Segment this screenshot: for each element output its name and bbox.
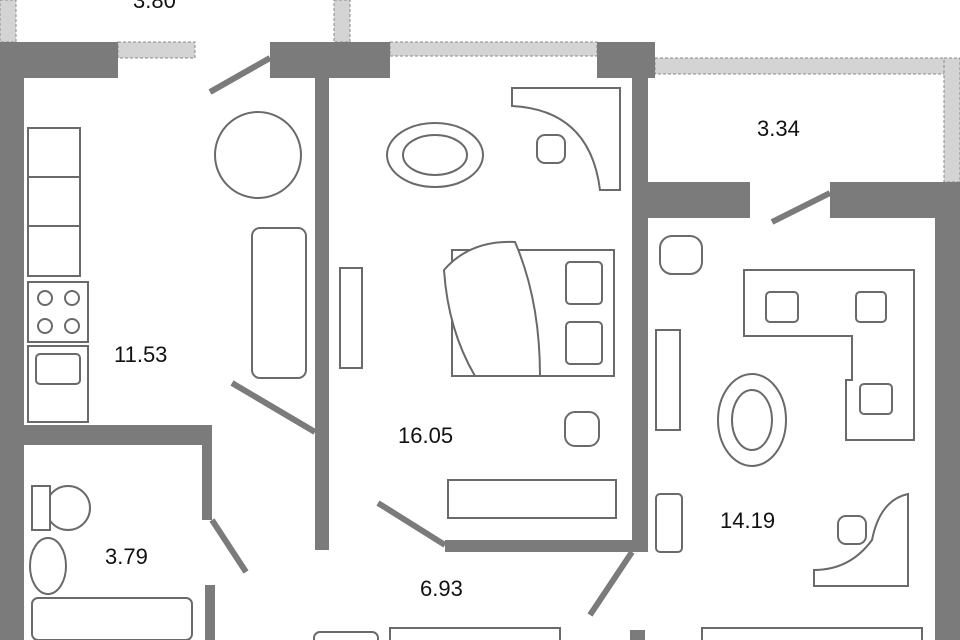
washbasin [29, 537, 67, 595]
doors [208, 55, 832, 617]
shoe-bench [313, 631, 379, 640]
room-area-kitchen: 11.53 [114, 342, 168, 367]
armchair-living [659, 235, 703, 275]
room-area-living-room: 14.19 [720, 508, 776, 533]
wardrobe-bedroom [447, 479, 617, 519]
dining-table [214, 111, 302, 199]
wardrobe-living [701, 627, 923, 640]
stove [27, 281, 89, 343]
room-area-bedroom: 16.05 [398, 423, 454, 448]
armchair [564, 411, 600, 447]
kitchen-cabinets [27, 127, 81, 277]
furniture [27, 87, 923, 640]
chair-living [837, 515, 867, 545]
room-area-bathroom: 3.79 [105, 544, 148, 569]
balconies [0, 0, 960, 183]
wardrobe-hall [389, 627, 561, 640]
room-area-hallway: 6.93 [420, 576, 463, 601]
room-area-balcony-left: 3.80 [133, 0, 176, 13]
walls [0, 42, 960, 640]
bathtub [31, 597, 193, 640]
tv-stand [655, 329, 681, 431]
chair [536, 134, 566, 164]
desk [511, 87, 621, 191]
toilet [45, 485, 91, 531]
door-mirror [339, 267, 363, 369]
sofa-kitchen [251, 227, 307, 379]
desk-living [813, 492, 909, 587]
switch-panel [655, 493, 683, 553]
room-area-balcony-right: 3.34 [757, 116, 800, 141]
blanket [442, 240, 542, 377]
